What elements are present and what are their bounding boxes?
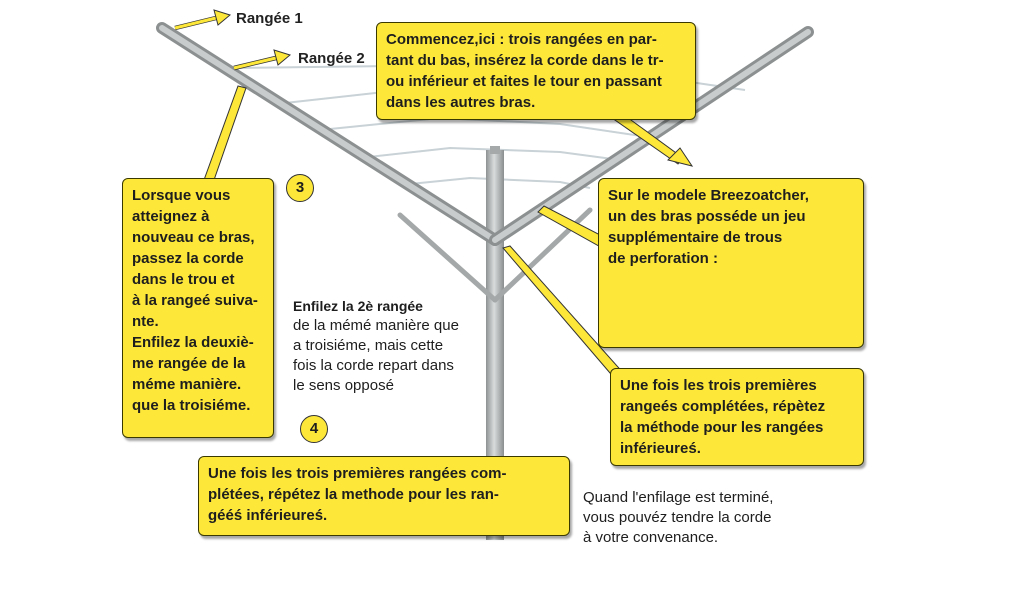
breezoatcher-callout: Sur le modele Breezoatcher, un des bras … (598, 178, 864, 348)
step-4-badge: 4 (300, 415, 328, 443)
step-3-badge: 3 (286, 174, 314, 202)
row-2-label: Rangée 2 (298, 50, 365, 67)
callout-pointers (203, 85, 694, 381)
second-row-heading: Enfilez la 2è rangée (293, 298, 423, 314)
row-1-label: Rangée 1 (236, 10, 303, 27)
central-pole (486, 150, 504, 540)
right-repeat-callout: Une fois les trois premières rangeés com… (610, 368, 864, 466)
start-callout: Commencez,ici : trois rangées en par- ta… (376, 22, 696, 120)
left-arm-callout: Lorsque vous atteignez à nouveau ce bras… (122, 178, 274, 438)
second-row-body: de la mémé manière que a troisiéme, mais… (293, 317, 459, 394)
final-instruction: Quand l'enfilage est terminé, vous pouvé… (583, 489, 774, 546)
row-arrows (174, 9, 292, 71)
bottom-repeat-callout: Une fois les trois premières rangées com… (198, 456, 570, 536)
